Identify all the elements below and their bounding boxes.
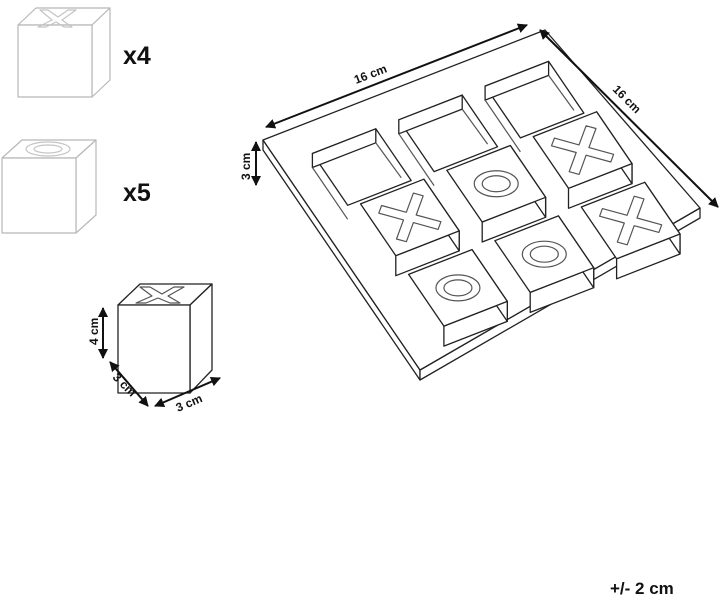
board-cell-x: [359, 178, 460, 277]
piece-height-label: 4 cm: [87, 318, 101, 345]
tic-tac-toe-board: [262, 29, 701, 381]
piece-top: [494, 215, 595, 294]
board-cell-empty: [311, 128, 412, 220]
cell-inner-edge: [311, 167, 349, 220]
piece-width-label: 3 cm: [174, 391, 205, 415]
board-cell-o: [407, 248, 508, 347]
board-width-arrow: [265, 23, 528, 129]
piece-width-arrow: [154, 376, 221, 408]
board-width-label: 16 cm: [352, 62, 389, 87]
board-depth-arrow: [539, 29, 719, 208]
o-symbol-outer: [521, 240, 567, 268]
cell-inner-edge: [398, 133, 435, 186]
o-piece-count: x5: [123, 179, 151, 207]
piece-top: [359, 178, 460, 257]
cell-inner-edge: [375, 142, 402, 179]
piece-top: [407, 248, 508, 327]
board-height-label: 3 cm: [239, 153, 253, 180]
o-piece-sample: [1, 139, 97, 234]
o-symbol-inner: [443, 279, 473, 297]
o-symbol-outer: [473, 170, 519, 198]
tolerance-note: +/- 2 cm: [610, 579, 674, 598]
piece-dimension-cube: [117, 283, 213, 394]
board-cell-o: [494, 215, 595, 314]
x-symbol: [598, 195, 663, 246]
x-piece-count: x4: [123, 42, 151, 70]
x-symbol: [378, 192, 442, 243]
o-symbol-inner: [481, 175, 511, 193]
x-piece-sample: [17, 7, 111, 98]
piece-depth-arrow: [109, 361, 149, 407]
o-symbol-outer: [435, 274, 481, 302]
o-symbol-inner: [529, 245, 559, 263]
board-cell-o: [446, 144, 547, 243]
